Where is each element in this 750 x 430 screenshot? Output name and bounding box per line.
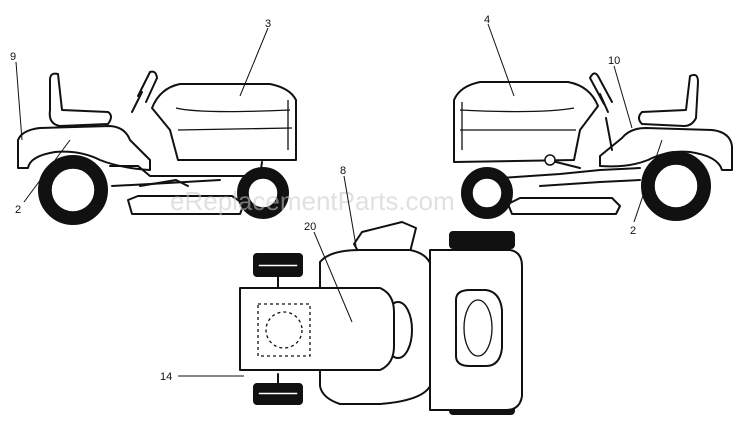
seat-right	[638, 73, 699, 127]
callout-2-left: 2	[15, 204, 21, 216]
rear-fender-left	[17, 125, 151, 171]
callout-3: 3	[265, 18, 271, 30]
rear-fender-right	[599, 127, 733, 171]
hood-right	[453, 81, 599, 163]
mower-deck-right	[507, 197, 621, 215]
tractor-right-side-view	[453, 72, 733, 221]
steering-wheel-left	[137, 70, 158, 103]
steering-wheel-right	[589, 72, 613, 105]
callout-9: 9	[10, 51, 16, 63]
callout-4: 4	[484, 14, 490, 26]
tractor-left-side-view	[17, 70, 297, 225]
hood-top	[239, 287, 395, 371]
callout-14: 14	[160, 371, 172, 383]
rear-tire-top-upper	[449, 231, 515, 249]
hood-left	[151, 83, 297, 161]
callout-10: 10	[608, 55, 620, 67]
callout-2-right: 2	[630, 225, 636, 237]
seat-top	[455, 289, 503, 367]
watermark-text: eReplacementParts.com	[170, 186, 455, 216]
decal-outline-dashed	[257, 303, 311, 357]
seat-left	[48, 72, 112, 127]
callout-20: 20	[304, 221, 316, 233]
callouts: 9 3 2 4 10 2 8 20 14	[10, 14, 663, 383]
callout-8: 8	[340, 165, 346, 177]
tractor-top-view	[239, 221, 523, 415]
